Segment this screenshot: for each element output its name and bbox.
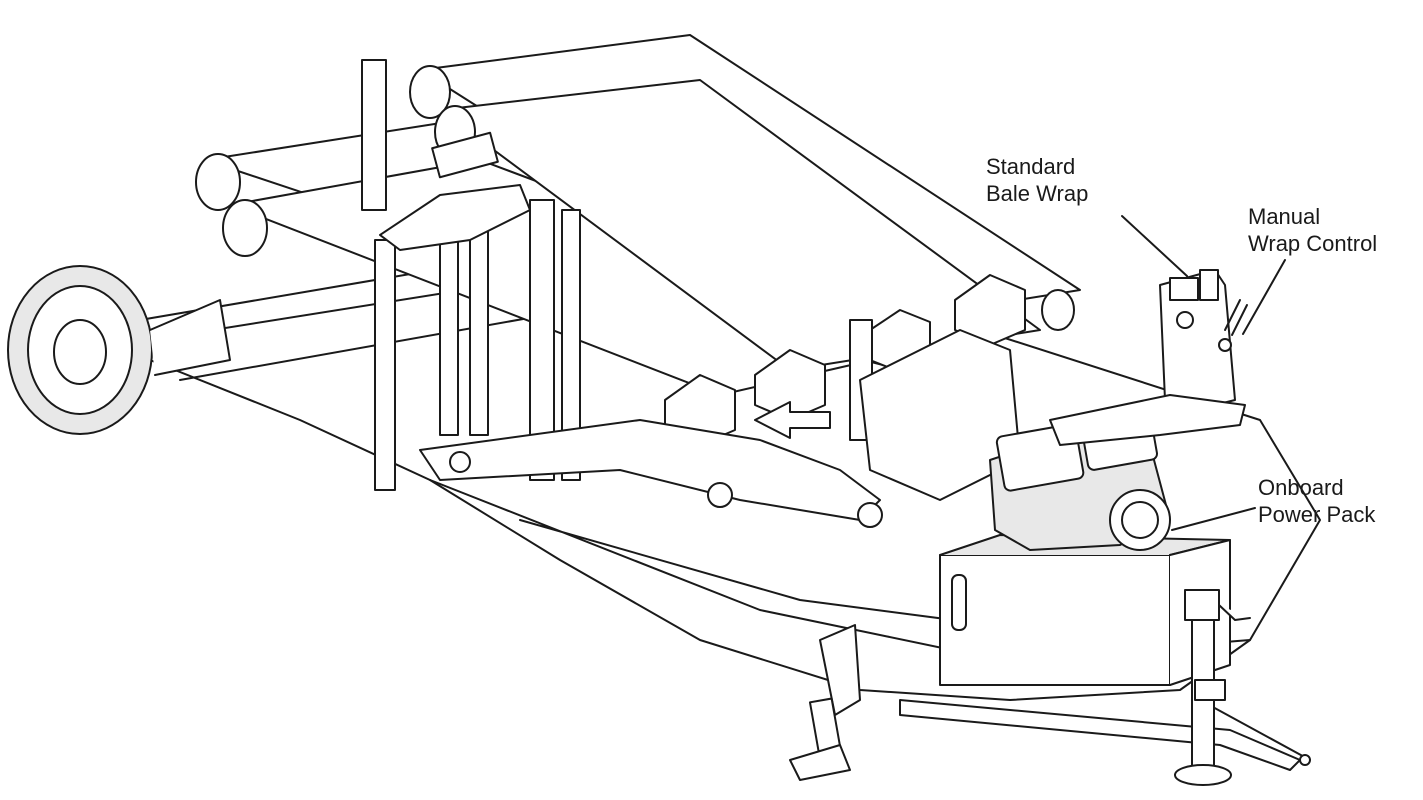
arm-head xyxy=(431,131,499,179)
label-line: Standard xyxy=(986,154,1076,179)
label-manual-wrap-control: Manual Wrap Control xyxy=(1248,203,1377,257)
roller-end-2 xyxy=(222,199,268,257)
roller-4 xyxy=(439,79,1041,371)
leader-manual-wrap-control xyxy=(1242,259,1286,335)
side-jack xyxy=(789,624,861,781)
leader-standard-bale-wrap xyxy=(1121,215,1188,277)
tow-chain xyxy=(1199,699,1311,761)
label-line: Power Pack xyxy=(1258,502,1376,527)
arrow-marking xyxy=(754,401,831,439)
roller-end-5 xyxy=(1041,289,1075,331)
label-line: Onboard xyxy=(1258,475,1344,500)
control-panel xyxy=(1049,269,1248,446)
power-pack xyxy=(939,419,1231,686)
front-jack xyxy=(1174,589,1251,786)
label-line: Manual xyxy=(1248,204,1321,229)
label-line: Wrap Control xyxy=(1248,231,1378,256)
roller-end-1 xyxy=(195,153,241,211)
leader-onboard-power-pack xyxy=(1171,507,1256,531)
label-line: Bale Wrap xyxy=(986,181,1089,206)
side-wheel xyxy=(7,265,231,435)
label-standard-bale-wrap: Standard Bale Wrap xyxy=(986,153,1088,207)
hitch-tongue xyxy=(899,699,1301,771)
label-onboard-power-pack: Onboard Power Pack xyxy=(1258,474,1375,528)
upper-arm xyxy=(379,184,531,251)
roller-end-3 xyxy=(409,65,451,119)
